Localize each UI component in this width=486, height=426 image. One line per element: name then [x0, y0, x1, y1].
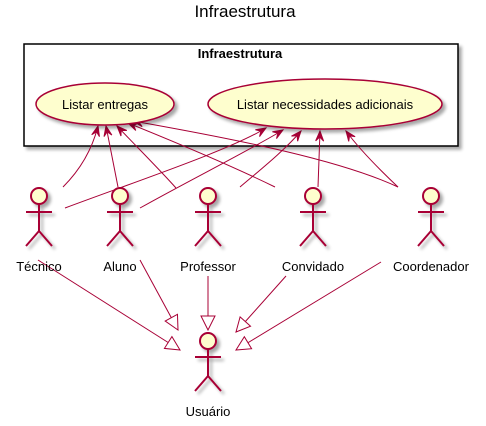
arrowhead	[103, 124, 113, 137]
actor-label: Convidado	[282, 259, 344, 274]
actor-tecnico[interactable]: Técnico	[16, 187, 62, 274]
actors: Técnico Aluno Professor Convidado Coordenado…	[16, 187, 470, 419]
generalization-arrowhead	[200, 315, 216, 332]
association-aluno-entregas	[105, 125, 119, 188]
association-convidado-necessidades	[317, 130, 321, 188]
actor-figure-icon	[417, 187, 445, 247]
generalization-arrowhead	[235, 335, 253, 351]
actor-label: Professor	[180, 259, 236, 274]
arrowhead	[91, 124, 100, 137]
actor-label: Usuário	[186, 404, 231, 419]
arrowhead	[345, 129, 356, 142]
usecase-listar-necessidades-adicionais[interactable]: Listar necessidades adicionais	[207, 78, 443, 130]
actor-label: Técnico	[16, 259, 62, 274]
generalization-arrowhead	[163, 335, 181, 351]
arrowhead	[116, 125, 127, 137]
arrowhead	[315, 129, 325, 142]
actor-aluno[interactable]: Aluno	[103, 187, 137, 274]
actor-label: Coordenador	[393, 259, 470, 274]
arrowhead	[291, 129, 302, 142]
generalization-coordenador-usuario	[235, 261, 382, 351]
actor-coordenador[interactable]: Coordenador	[393, 187, 470, 274]
actor-usuario[interactable]: Usuário	[186, 332, 231, 419]
association-coordenador-entregas	[132, 120, 399, 188]
actor-label: Aluno	[103, 259, 136, 274]
association-professor-entregas	[116, 125, 177, 189]
generalization-arrowhead	[164, 313, 179, 331]
arrowhead	[255, 127, 268, 137]
generalization-tecnico-usuario	[37, 259, 181, 351]
actor-figure-icon	[194, 187, 222, 247]
actor-convidado[interactable]: Convidado	[282, 187, 344, 274]
usecase-label: Listar entregas	[62, 97, 148, 112]
association-tecnico-necessidades	[64, 127, 267, 209]
actor-professor[interactable]: Professor	[180, 187, 236, 274]
diagram-title: Infraestrutura	[194, 2, 296, 21]
arrowhead	[272, 129, 285, 139]
association-professor-necessidades	[239, 130, 302, 188]
package-title: Infraestrutura	[198, 46, 283, 61]
actor-figure-icon	[106, 187, 134, 247]
actor-figure-icon	[194, 332, 222, 392]
edges	[37, 118, 399, 351]
association-convidado-entregas	[127, 122, 276, 188]
association-aluno-necessidades	[139, 129, 284, 209]
generalization-arrowhead	[235, 315, 252, 333]
actor-figure-icon	[299, 187, 327, 247]
usecase-label: Listar necessidades adicionais	[237, 97, 414, 112]
actor-figure-icon	[25, 187, 53, 247]
usecase-listar-entregas[interactable]: Listar entregas	[35, 82, 175, 126]
